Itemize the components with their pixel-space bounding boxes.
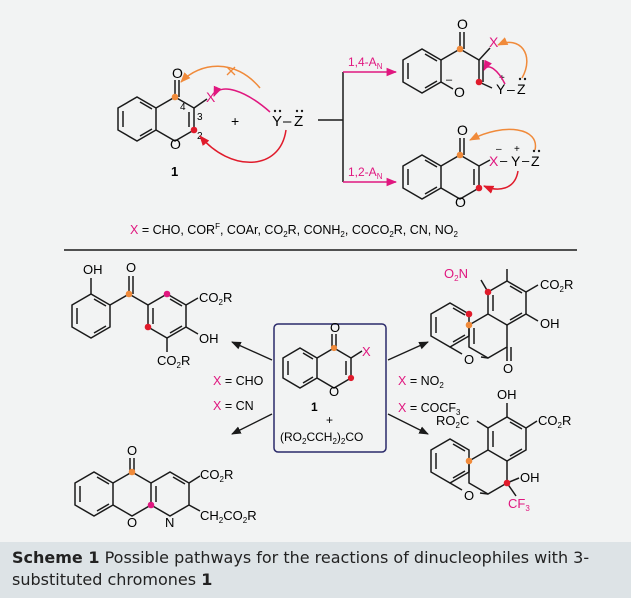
center-chromone-structure <box>282 334 363 389</box>
arrow-cn <box>231 413 273 435</box>
pathway-14-label: 1,4-AN <box>348 55 383 71</box>
scheme-caption: Scheme 1 Possible pathways for the react… <box>12 547 624 591</box>
product-14-y: Y <box>496 81 506 97</box>
ring-oxygen: O <box>170 136 181 152</box>
compound-number: 1 <box>171 164 178 179</box>
cn-product-ring-o: O <box>127 515 137 530</box>
attack-arrow-x <box>213 85 271 113</box>
svg-text:Y: Y <box>272 113 282 130</box>
no2-product-co2r: CO2R <box>540 277 573 294</box>
product-14-charge-minus: – <box>446 74 453 86</box>
product-12-x: X <box>489 153 499 169</box>
attack-arrow-c4 <box>180 65 261 89</box>
cocf3-product-oh2: OH <box>520 470 540 485</box>
arrow-cocf3 <box>387 413 429 435</box>
position-2-dot <box>190 126 198 134</box>
cn-product-co2r: CO2R <box>200 467 233 484</box>
product-14-dash: – <box>507 81 515 97</box>
caption-label: Scheme 1 <box>12 548 100 567</box>
no2-product-carbonyl-o: O <box>503 361 513 376</box>
cocf3-product-ring-o: O <box>464 488 474 503</box>
product-14-addition <box>402 32 493 94</box>
branch-lines <box>318 72 344 182</box>
caption-compound-ref: 1 <box>201 570 213 589</box>
product-12-charge-plus: + <box>514 144 520 155</box>
position-4-label: 4 <box>180 102 186 113</box>
product-12-dash2: – <box>522 153 530 168</box>
carbonyl-oxygen: O <box>172 65 183 81</box>
product-cocf3-structure <box>430 403 538 497</box>
product-cn-structure <box>74 458 201 517</box>
caption-body: Possible pathways for the reactions of d… <box>12 548 590 589</box>
center-compound-number: 1 <box>311 400 318 414</box>
pathway-12-label: 1,2-AN <box>348 165 383 181</box>
center-reactant-frame <box>273 323 387 453</box>
svg-text:Z: Z <box>294 113 303 130</box>
product-12-oxygen: O <box>457 122 468 138</box>
no2-product-nitro: O2N <box>444 266 468 283</box>
product-cho-structure <box>71 276 199 352</box>
product-no2-structure <box>430 269 539 361</box>
cho-product-ketone-o: O <box>126 260 136 275</box>
condition-cho: X = CHO <box>213 374 264 388</box>
arrow-cho <box>231 341 273 361</box>
center-ring-oxygen: O <box>329 384 339 399</box>
plus-sign: + <box>231 113 239 129</box>
product-14-ring-oxygen: O <box>454 84 465 100</box>
cn-product-ketone-o: O <box>127 443 137 458</box>
center-carbonyl-oxygen: O <box>330 320 340 335</box>
cn-product-ch2co2r: CH2CO2R <box>200 508 257 525</box>
product-14-z: Z <box>517 81 526 97</box>
product-12-ring-oxygen: O <box>455 194 466 210</box>
caption-bar <box>0 542 631 598</box>
cocf3-product-cf3: CF3 <box>508 496 530 513</box>
product-14-oxygen: O <box>457 16 468 32</box>
attack-arrow-c2 <box>199 129 287 163</box>
dinucleophile: Y – Z <box>272 109 304 130</box>
cn-product-n: N <box>165 515 174 530</box>
no2-product-oh: OH <box>540 316 560 331</box>
cocf3-product-ro2c: RO2C <box>436 413 469 430</box>
center-x: X <box>362 344 371 359</box>
substituent-x: X <box>206 89 216 105</box>
cho-product-co2r2: CO2R <box>157 353 190 370</box>
center-reagent: (RO2CCH2)2CO <box>280 430 363 446</box>
arrow-no2 <box>387 341 429 361</box>
cocf3-product-oh1: OH <box>497 387 517 402</box>
condition-no2: X = NO2 <box>398 374 444 390</box>
product-12-dash1: – <box>500 153 508 168</box>
product-12-y: Y <box>511 153 521 169</box>
cocf3-product-co2r: CO2R <box>538 413 571 430</box>
position-3-label: 3 <box>197 112 203 123</box>
svg-text:–: – <box>283 113 292 130</box>
cho-product-oh1: OH <box>83 262 103 277</box>
condition-cn: X = CN <box>213 399 254 413</box>
condition-cocf3: X = COCF3 <box>398 401 461 417</box>
position-4-dot <box>171 93 179 101</box>
cho-product-co2r1: CO2R <box>199 290 232 307</box>
chromone-1-structure <box>117 80 208 142</box>
no2-product-ring-o: O <box>464 352 474 367</box>
cho-product-oh2: OH <box>199 331 219 346</box>
product-12-charge-minus: – <box>496 144 502 155</box>
product-12-z: Z <box>531 153 540 169</box>
product-14-x: X <box>489 34 499 50</box>
center-plus: + <box>326 413 333 427</box>
x-substituent-list: X = CHO, CORF, COAr, CO2R, CONH2, COCO2R… <box>130 222 459 239</box>
